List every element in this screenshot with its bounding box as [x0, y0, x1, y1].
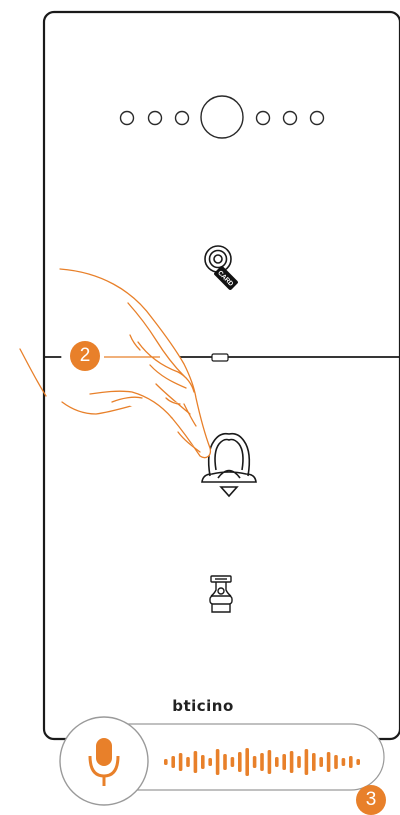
- sound-wave-bar: [305, 749, 309, 775]
- step-badge-3: 3: [356, 785, 386, 815]
- sound-wave-bar: [260, 753, 264, 771]
- sound-wave-bar: [290, 751, 294, 773]
- sound-wave-bar: [164, 759, 168, 765]
- sound-wave-bar: [282, 754, 286, 770]
- sound-wave-bar: [349, 756, 353, 768]
- sound-wave-bar: [231, 757, 235, 767]
- step-badge-2: 2: [70, 341, 100, 371]
- sound-wave-bar: [268, 750, 272, 774]
- sound-wave-bar: [334, 755, 338, 769]
- sound-wave-bar: [186, 757, 190, 767]
- sound-wave-bar: [201, 755, 205, 769]
- sound-wave-bar: [179, 753, 183, 771]
- sound-wave-bar: [223, 754, 227, 770]
- sound-wave-bar: [275, 757, 279, 767]
- sound-wave-bar: [342, 758, 346, 766]
- sound-wave-bar: [245, 748, 249, 776]
- sound-wave-bar: [253, 756, 257, 768]
- sound-wave-bar: [312, 753, 316, 771]
- sound-wave-bar: [319, 757, 323, 767]
- sound-wave-bar: [216, 749, 220, 775]
- sound-wave-bar: [297, 756, 301, 768]
- sound-wave-bar: [208, 758, 212, 766]
- brand-logo: bticino: [148, 697, 258, 715]
- sound-wave-bar: [327, 752, 331, 772]
- sound-wave-bar: [194, 751, 198, 773]
- sound-wave-bar: [171, 756, 175, 768]
- sound-wave-bar: [238, 752, 242, 772]
- sound-wave-bar: [356, 759, 360, 765]
- divider-clip: [212, 354, 228, 361]
